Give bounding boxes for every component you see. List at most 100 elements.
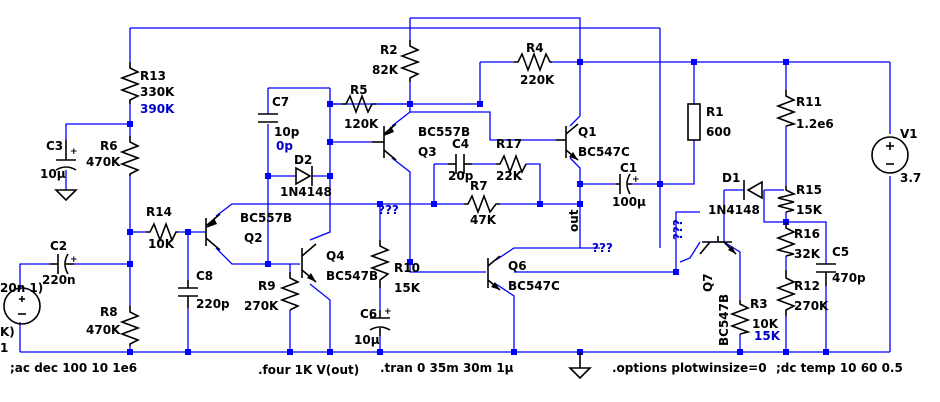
label-r1-name: R1 (706, 105, 724, 119)
svg-text:+: + (70, 147, 78, 157)
resistor-r16[interactable] (775, 222, 797, 257)
label-d2-name: D2 (294, 153, 312, 167)
label-q3-name: Q3 (418, 145, 437, 159)
label-q3-model: BC557B (418, 125, 470, 139)
directive-options: .options plotwinsize=0 (612, 361, 767, 375)
transistor-q6[interactable] (487, 255, 501, 291)
capacitor-c3[interactable]: + (55, 140, 78, 171)
transistor-q4[interactable] (301, 243, 317, 283)
label-c7-value: 10p (274, 125, 300, 139)
label-c5-value: 470p (832, 271, 866, 285)
label-r17-value: 22K (496, 169, 523, 183)
label-q1-model: BC547C (578, 145, 630, 159)
label-q6-model: BC547C (508, 279, 560, 293)
resistor-r8[interactable] (119, 306, 141, 346)
resistor-r7[interactable] (464, 193, 500, 215)
resistor-r17[interactable] (496, 153, 527, 175)
label-c2-name: C2 (50, 239, 67, 253)
label-r15-value: 15K (796, 203, 823, 217)
resistor-r10[interactable] (369, 240, 391, 288)
transistor-q2[interactable] (205, 213, 221, 251)
label-r10-value: 15K (394, 281, 421, 295)
label-v1-value: 3.7 (900, 171, 921, 185)
capacitor-c2[interactable]: + (50, 253, 78, 275)
net-label-out: out (567, 209, 581, 232)
diode-d1[interactable] (743, 180, 763, 200)
resistor-r6[interactable] (119, 136, 141, 176)
resistor-r3[interactable] (729, 300, 751, 335)
label-source-fragment-2: K) (0, 325, 15, 339)
net-label-q3-collector: ??? (378, 203, 399, 217)
label-r7-value: 47K (470, 213, 497, 227)
label-r6-name: R6 (100, 139, 118, 153)
label-q2-name: Q2 (244, 231, 263, 245)
resistor-r13[interactable] (119, 62, 141, 104)
label-c7-name: C7 (272, 95, 289, 109)
capacitor-c8[interactable] (178, 280, 198, 308)
transistor-q3[interactable] (372, 123, 397, 161)
resistor-r1[interactable] (687, 103, 701, 141)
directive-four: .four 1K V(out) (258, 363, 359, 377)
label-r2-value: 82K (372, 63, 399, 77)
label-source-fragment-1: 20n 1) (0, 281, 43, 295)
label-q6-name: Q6 (508, 259, 527, 273)
net-labels: ??? ??? ??? out (378, 203, 685, 255)
label-q7-name: Q7 (701, 273, 715, 292)
label-r7-name: R7 (470, 179, 488, 193)
resistor-r2[interactable] (399, 40, 421, 82)
resistor-r11[interactable] (775, 90, 797, 127)
resistor-r12[interactable] (775, 270, 797, 316)
label-q4-name: Q4 (326, 249, 345, 263)
label-r5-name: R5 (350, 83, 368, 97)
voltage-source-input[interactable] (3, 287, 41, 325)
capacitor-c1[interactable]: + (616, 173, 640, 195)
svg-text:+: + (70, 255, 78, 265)
label-r12-name: R12 (794, 279, 820, 293)
resistor-r9[interactable] (279, 272, 301, 311)
ground-symbol-bottom (568, 352, 592, 380)
resistor-r4[interactable] (514, 51, 552, 73)
transistor-q7[interactable] (699, 236, 737, 255)
label-r13-alt: 390K (140, 102, 175, 116)
label-r9-name: R9 (258, 279, 276, 293)
label-r12-value: 270K (794, 299, 829, 313)
label-v1-name: V1 (900, 127, 918, 141)
label-q1-name: Q1 (578, 125, 597, 139)
label-r6-value: 470K (86, 155, 121, 169)
directive-tran: .tran 0 35m 30m 1µ (380, 361, 514, 375)
svg-text:+: + (632, 175, 640, 185)
resistor-r14[interactable] (146, 221, 178, 243)
label-c6-value: 10µ (354, 333, 380, 347)
label-r10-name: R10 (394, 261, 420, 275)
resistor-r5[interactable] (342, 93, 376, 115)
voltage-source-v1[interactable] (871, 136, 909, 174)
label-r5-value: 120K (344, 117, 379, 131)
label-c5-name: C5 (832, 245, 849, 259)
label-q7-model: BC547B (717, 294, 731, 346)
label-r13-value: 330K (140, 85, 175, 99)
label-q4-model: BC547B (326, 269, 378, 283)
capacitor-c7[interactable] (258, 113, 278, 123)
label-r17-name: R17 (496, 137, 522, 151)
capacitor-c4[interactable] (448, 154, 472, 174)
label-c2-value: 220n (42, 273, 76, 287)
directive-ac: ;ac dec 100 10 1e6 (10, 361, 137, 375)
svg-text:+: + (384, 307, 392, 317)
capacitor-c6[interactable]: + (369, 307, 392, 336)
label-source-fragment-3: 1 (0, 341, 8, 355)
label-c3-value: 10µ (40, 167, 66, 181)
net-label-q7-base: ??? (671, 219, 685, 240)
resistor-r15[interactable] (777, 186, 797, 213)
label-r16-value: 32K (794, 247, 821, 261)
capacitor-c5[interactable] (816, 263, 836, 286)
label-c8-value: 220p (196, 297, 230, 311)
label-d2-model: 1N4148 (280, 185, 332, 199)
diode-d2[interactable] (295, 166, 313, 186)
label-r11-name: R11 (796, 95, 822, 109)
transistor-q1[interactable] (556, 123, 579, 161)
label-c7-alt: 0p (276, 139, 293, 153)
label-c6-name: C6 (360, 307, 377, 321)
label-c1-value: 100µ (612, 195, 646, 209)
label-c8-name: C8 (196, 269, 213, 283)
